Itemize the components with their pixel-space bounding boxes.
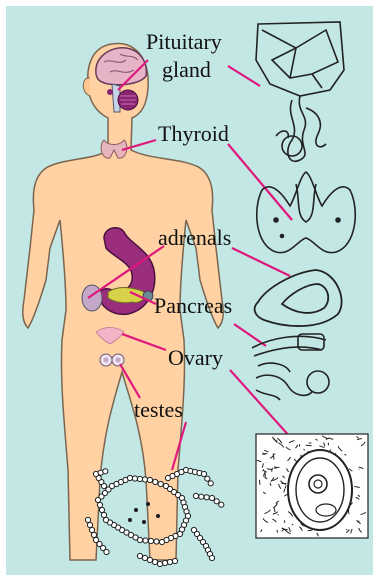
tubule-bead	[143, 538, 148, 543]
tubule-bead	[142, 477, 147, 482]
cell-dot	[146, 502, 149, 505]
tubule-bead	[99, 507, 104, 512]
tubule-bead	[153, 479, 158, 484]
kidney-organ	[82, 285, 102, 311]
label-gland: gland	[162, 58, 211, 82]
label-pituitary: Pituitary	[146, 30, 222, 54]
tubule-bead	[89, 527, 94, 532]
ovary-texture-stroke	[306, 445, 312, 446]
label-testes: testes	[134, 398, 183, 422]
pointer-pancreas-sketch	[234, 324, 266, 346]
tubule-bead	[159, 539, 164, 544]
tubule-bead	[85, 517, 90, 522]
tubule-bead	[147, 557, 152, 562]
tubule-bead	[127, 475, 132, 480]
tubule-bead	[193, 493, 198, 498]
tubule-bead	[91, 532, 96, 537]
label-pancreas: Pancreas	[154, 294, 232, 318]
cell-dot	[142, 520, 145, 523]
ovary-texture-stroke	[260, 480, 261, 485]
tubule-bead	[158, 481, 163, 486]
tubule-bead	[152, 559, 157, 564]
tubule-bead	[205, 476, 210, 481]
pointer-thyroid-sketch	[228, 144, 292, 220]
tubule-bead	[104, 549, 109, 554]
tubule-bead	[147, 477, 152, 482]
tubule-bead	[101, 512, 106, 517]
tubule-bead	[219, 502, 224, 507]
cell-dot	[128, 518, 131, 521]
tubule-bead	[97, 502, 102, 507]
tubule-bead	[154, 539, 159, 544]
tubule-bead	[199, 494, 204, 499]
tubule-bead	[148, 538, 153, 543]
tubule-bead	[132, 476, 137, 481]
tubule-bead	[157, 561, 162, 566]
label-thyroid: Thyroid	[158, 122, 229, 146]
label-adrenals: adrenals	[158, 226, 231, 250]
tubule-bead	[103, 517, 108, 522]
ovary-tissue-sketch	[256, 434, 368, 538]
tubule-bead	[167, 559, 172, 564]
pituitary-tissue-sketch	[256, 22, 344, 161]
tubule-bead	[87, 522, 92, 527]
tubule-bead	[162, 560, 167, 565]
tubule-bead	[209, 495, 214, 500]
tubule-bead	[208, 481, 213, 486]
tubule-bead	[209, 555, 214, 560]
tubule-bead	[204, 495, 209, 500]
tubule-bead	[137, 476, 142, 481]
thyroid-tissue-sketch	[257, 172, 356, 253]
tubule-bead	[214, 499, 219, 504]
tubule-bead	[172, 558, 177, 563]
cell-dot	[156, 514, 159, 517]
tubule-bead	[137, 553, 142, 558]
tubule-bead	[103, 469, 108, 474]
cell-dot	[134, 508, 137, 511]
tubule-bead	[201, 471, 206, 476]
ear	[83, 78, 90, 96]
adrenal-tissue-sketch	[255, 270, 342, 326]
label-ovary: Ovary	[168, 346, 223, 370]
tubule-bead	[142, 555, 147, 560]
pancreas-organ	[108, 288, 145, 303]
pointer-pituitary-sketch	[228, 66, 260, 86]
